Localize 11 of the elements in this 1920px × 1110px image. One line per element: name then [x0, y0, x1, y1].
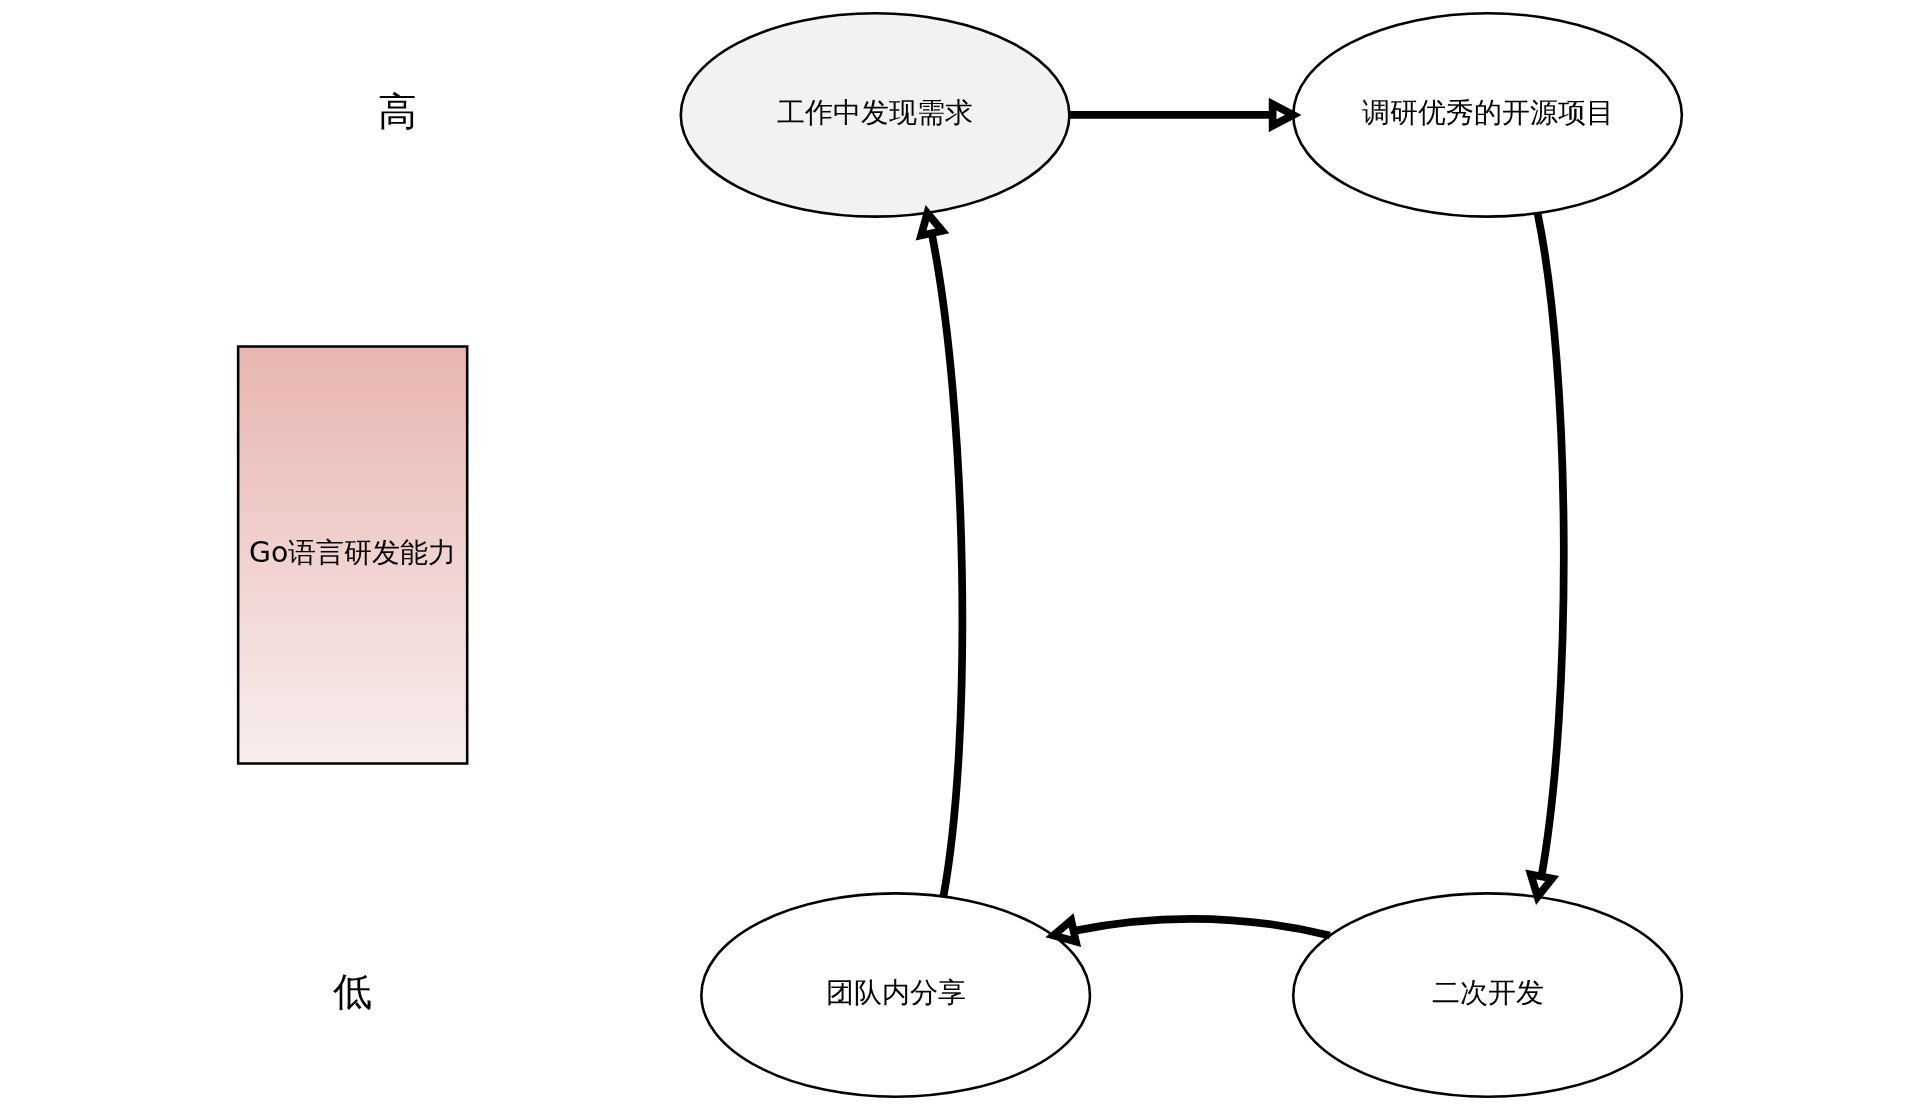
label: 低 — [333, 968, 373, 1014]
node-ellipse: 团队内分享 — [700, 892, 1092, 1098]
arrow — [915, 204, 967, 897]
node-ellipse: 调研优秀的开源项目 — [1291, 12, 1684, 218]
node-box: Go语言研发能力 — [236, 345, 469, 765]
arrow — [1069, 97, 1302, 133]
arrow — [1525, 212, 1568, 905]
node-ellipse: 工作中发现需求 — [679, 12, 1071, 218]
arrow — [1045, 913, 1331, 947]
node-ellipse: 二次开发 — [1291, 892, 1684, 1098]
label: 高 — [378, 88, 418, 134]
